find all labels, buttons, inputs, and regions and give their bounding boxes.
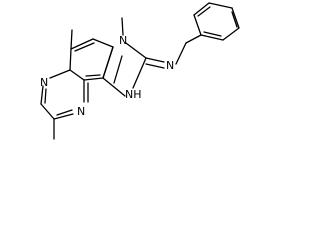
atom-label-n-methyl: N	[119, 34, 127, 47]
bond	[69, 48, 72, 71]
bond	[203, 31, 222, 37]
bond	[193, 14, 202, 36]
bond	[175, 42, 187, 65]
bond	[185, 34, 202, 44]
molecule-svg: N NH N N N	[40, 2, 240, 140]
bond	[113, 55, 123, 84]
bond	[125, 42, 147, 59]
bond	[40, 85, 44, 105]
bond	[208, 2, 233, 9]
bond	[44, 88, 47, 104]
bond	[193, 2, 210, 16]
bond	[145, 57, 165, 63]
bond	[200, 34, 224, 41]
bond	[49, 69, 71, 79]
bond	[83, 77, 104, 81]
atom-label-n-pyrazine-lower: N	[77, 105, 85, 118]
bond	[70, 38, 94, 50]
bond	[197, 6, 211, 17]
atom-label-nh: NH	[125, 88, 142, 101]
atom-labels: N NH N N N	[40, 34, 174, 118]
bond	[74, 42, 95, 52]
molecule-structure-diagram: N NH N N N	[40, 2, 240, 140]
bond	[40, 103, 55, 120]
bond	[85, 74, 101, 77]
bonds	[40, 2, 240, 140]
bond	[231, 7, 240, 29]
bond	[102, 77, 126, 97]
bond	[222, 27, 240, 41]
bond	[145, 63, 165, 69]
atom-label-n-pyrazine-upper: N	[40, 76, 48, 89]
bond	[69, 69, 85, 81]
bond	[102, 46, 114, 79]
atom-label-n-imine: N	[166, 59, 174, 72]
bond	[231, 11, 238, 28]
bond	[70, 29, 73, 50]
bond	[56, 109, 73, 116]
bond	[92, 38, 114, 48]
bond	[132, 57, 147, 89]
bond	[53, 113, 74, 120]
bond	[121, 17, 124, 36]
